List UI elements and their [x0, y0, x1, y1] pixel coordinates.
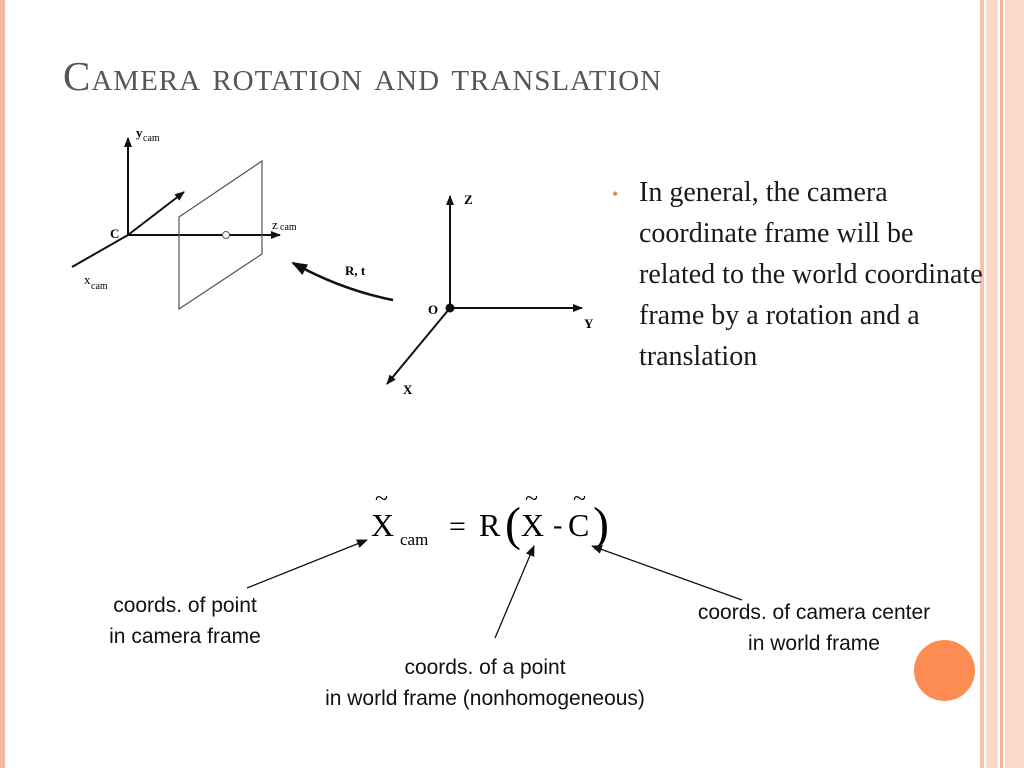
right-border-stripe: [980, 0, 984, 768]
transform-equation: ~ X cam = R ( ~ X - ~ C ): [371, 488, 609, 551]
bullet-text: In general, the camera coordinate frame …: [639, 177, 983, 372]
annotation-line: coords. of camera center: [697, 601, 931, 624]
camera-z-subscript: cam: [280, 222, 297, 233]
pointer-world-point: [494, 545, 535, 639]
annotation-line: in world frame: [748, 632, 880, 655]
slide-title: Camera rotation and translation: [63, 53, 663, 99]
right-border-stripe: [1000, 0, 1003, 768]
right-border-stripe: [1005, 0, 1024, 768]
pointer-camera-center: [591, 545, 743, 601]
annotation-camera-center: coords. of camera center in world frame: [668, 597, 960, 659]
pointer-camera-point: [246, 539, 368, 589]
bullet-icon: •: [612, 184, 619, 204]
equation-paren-open: (: [505, 498, 521, 551]
tilde-mark: ~: [525, 488, 538, 512]
image-plane: [178, 159, 263, 311]
equation-minus: -: [553, 510, 562, 541]
camera-world-diagram: y cam z cam x cam C R, t Z Y X O: [71, 125, 594, 397]
equation-equals: =: [449, 510, 466, 543]
equation-x: X: [521, 507, 544, 543]
world-x-axis: [386, 307, 451, 385]
equation-lhs: X: [371, 507, 394, 543]
transform-label: R, t: [345, 263, 366, 278]
annotation-line: coords. of point: [113, 594, 257, 617]
annotation-line: coords. of a point: [404, 656, 566, 679]
camera-x-subscript: cam: [91, 281, 108, 292]
equation-c: C: [568, 507, 589, 543]
equation-rotation: R: [479, 507, 501, 543]
annotation-world-point: coords. of a point in world frame (nonho…: [285, 652, 685, 714]
bullet-item: • In general, the camera coordinate fram…: [612, 172, 984, 377]
camera-x-axis: [71, 234, 129, 268]
annotation-line: in camera frame: [109, 625, 261, 648]
annotation-camera-point: coords. of point in camera frame: [90, 590, 280, 652]
equation-lhs-subscript: cam: [400, 530, 428, 549]
camera-axis-arrow: [127, 191, 185, 236]
tilde-mark: ~: [375, 488, 388, 512]
transform-arrow: [291, 261, 394, 302]
right-border-stripe: [986, 0, 998, 768]
decorative-circle: [914, 640, 975, 701]
camera-center-label: C: [110, 226, 119, 241]
world-origin: [445, 303, 455, 313]
camera-x-label: x: [84, 272, 91, 287]
principal-point: [222, 231, 230, 239]
world-origin-label: O: [428, 302, 438, 317]
world-z-label: Z: [464, 192, 473, 207]
tilde-mark: ~: [573, 488, 586, 512]
camera-y-subscript: cam: [143, 133, 160, 144]
annotation-line: in world frame (nonhomogeneous): [325, 687, 645, 710]
world-y-label: Y: [584, 316, 594, 331]
camera-z-label: z: [272, 217, 278, 232]
camera-y-label: y: [136, 125, 143, 140]
left-border-decoration: [0, 0, 5, 768]
world-x-label: X: [403, 382, 413, 397]
equation-paren-close: ): [593, 498, 609, 551]
